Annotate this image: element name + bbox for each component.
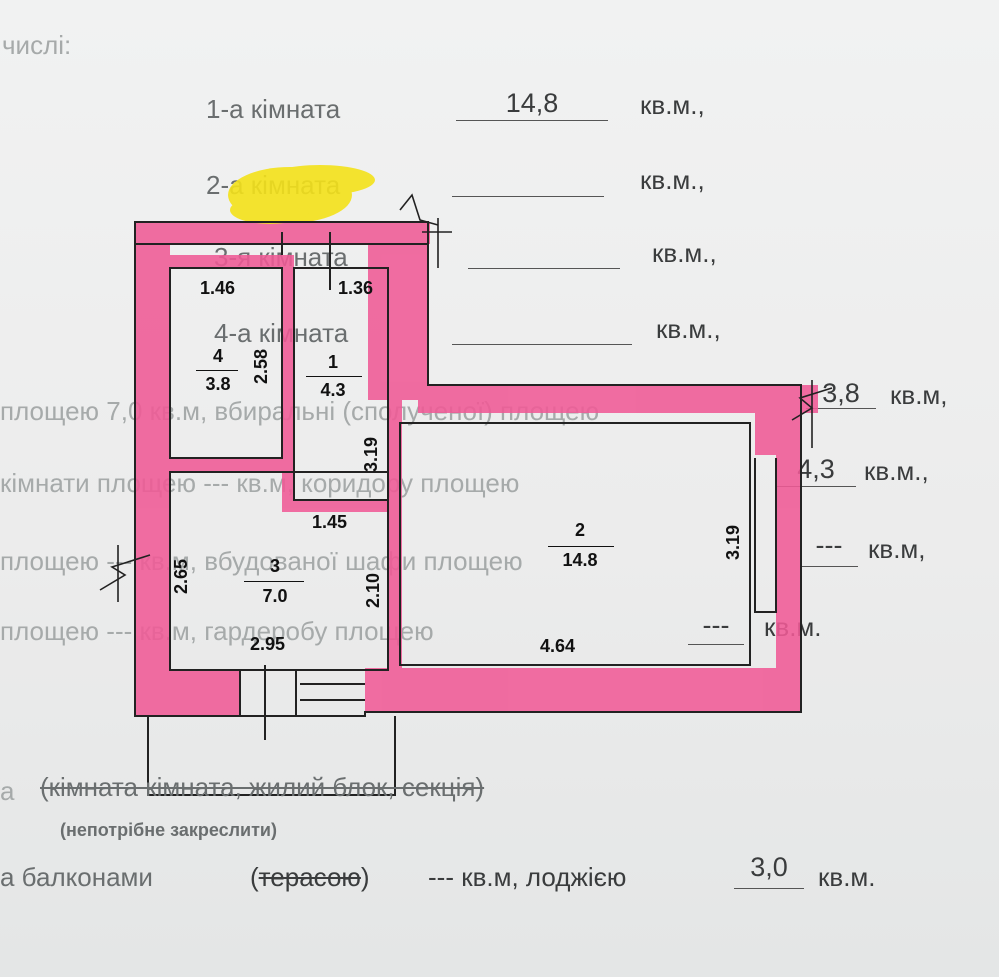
room-2-number: 2 (574, 520, 585, 540)
dim-r3-right: 2.10 (363, 572, 384, 609)
area-line-1-unit: кв.м, (890, 380, 948, 410)
dim-r1-bottom: 1.45 (312, 512, 348, 532)
area-line-3-value: --- (815, 530, 843, 560)
area-line-4-text: площею --- кв.м, гардеробу площею (0, 616, 434, 646)
plan-walls (135, 222, 818, 716)
room-list-unit-3: кв.м., (652, 238, 717, 268)
room-list-value-1: 14,8 (505, 88, 559, 118)
break-marks (99, 193, 833, 602)
dim-r2-width: 4.64 (540, 636, 576, 656)
room-list-unit-1: кв.м., (640, 90, 705, 120)
dim-r3-left: 2.65 (171, 558, 192, 595)
room-list-unit-4: кв.м., (656, 314, 721, 344)
balcony-line-value: 3,0 (750, 852, 788, 882)
room-2-area: 14.8 (562, 550, 598, 570)
type-line-prefix: а (0, 776, 15, 806)
room-1-fraction-line (306, 376, 362, 377)
yellow-scribble (228, 165, 375, 224)
room-4-fraction-line (196, 370, 238, 371)
dim-r1-height: 3.19 (361, 436, 382, 473)
room-list-label-1: 1-а кімната (206, 94, 341, 124)
header-fragment: числі: (2, 30, 72, 60)
room-1-number: 1 (327, 352, 338, 372)
room-list-unit-2: кв.м., (640, 165, 705, 195)
room-2-fraction-line (548, 546, 614, 547)
dim-r2-height: 3.19 (723, 524, 744, 561)
room-3-area: 7.0 (262, 586, 288, 606)
area-line-4-blank (688, 644, 744, 645)
plan-outlines (134, 221, 802, 796)
room-4-area: 3.8 (205, 374, 231, 394)
type-line-note: (непотрібне закреслити) (60, 820, 277, 840)
area-line-1-value: 3,8 (822, 378, 860, 408)
dim-r3-width: 2.95 (250, 634, 286, 654)
room-1-area: 4.3 (320, 380, 346, 400)
dim-r1-width: 1.36 (338, 278, 374, 298)
room-3-number: 3 (269, 556, 280, 576)
room-list-blank-3 (468, 268, 620, 269)
room-list-blank-4 (452, 344, 632, 345)
balcony-line-prefix: а балконами (0, 862, 153, 892)
balcony-line-struck: терасою (258, 862, 361, 892)
dim-r4-width: 1.46 (200, 278, 236, 298)
area-line-4-value: --- (702, 610, 730, 640)
area-line-1-blank (806, 408, 876, 409)
room-list-blank-2 (452, 196, 604, 197)
type-line-text: (кімната кімната, жилий блок, секція) (40, 772, 485, 802)
room-3-fraction-line (244, 581, 304, 582)
area-line-2-blank (776, 486, 856, 487)
room-list-blank-1 (456, 120, 608, 121)
balcony-line-blank (734, 888, 804, 889)
area-line-2-value: 4,3 (797, 454, 835, 484)
balcony-line-unit: кв.м. (818, 862, 876, 892)
room-4-number: 4 (212, 346, 223, 366)
area-line-3-text: площею --- кв.м, вбудованої шафи площею (0, 546, 523, 576)
balcony-line-text: --- кв.м, лоджією (428, 862, 627, 892)
area-line-3-blank (800, 566, 858, 567)
dim-r4-height: 2.58 (251, 348, 272, 385)
area-line-3-unit: кв.м, (868, 534, 926, 564)
area-line-2-unit: кв.м., (864, 456, 929, 486)
